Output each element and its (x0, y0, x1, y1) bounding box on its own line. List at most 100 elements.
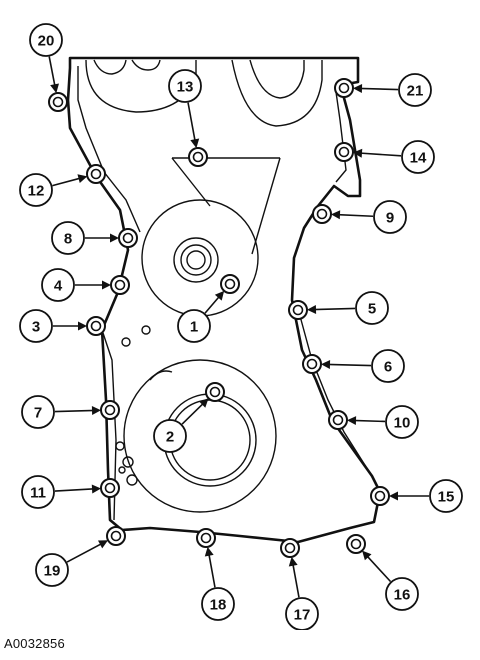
bolt-21 (334, 78, 354, 98)
leader-line-11 (54, 487, 100, 492)
arrowhead-4 (102, 280, 111, 290)
bolt-1 (220, 274, 240, 294)
bolt-9 (312, 204, 332, 224)
arrowhead-19 (97, 540, 109, 549)
crankshaft-pulley (123, 359, 277, 513)
callout-17: 17 (285, 556, 319, 630)
callout-10: 10 (346, 405, 419, 439)
callout-2: 2 (153, 398, 209, 453)
arrowhead-6 (320, 359, 331, 369)
arrowhead-1 (214, 290, 225, 301)
bolt-3 (86, 316, 106, 336)
callout-21: 21 (352, 73, 432, 107)
callout-20: 20 (29, 23, 63, 94)
callout-circle-11 (21, 475, 55, 509)
bolt-14 (334, 142, 354, 162)
bolt-4 (110, 275, 130, 295)
callout-circle-1 (177, 309, 211, 343)
callout-number-2: 2 (166, 429, 174, 446)
callout-9: 9 (330, 200, 407, 234)
callout-13: 13 (168, 69, 202, 149)
callout-circle-5 (355, 291, 389, 325)
callout-number-13: 13 (177, 79, 194, 96)
callout-circle-8 (51, 221, 85, 255)
callout-circle-7 (21, 395, 55, 429)
arrowhead-5 (306, 305, 317, 315)
bolt-8 (118, 228, 138, 248)
leader-line-19 (66, 540, 107, 563)
callout-number-1: 1 (190, 319, 198, 336)
callout-circle-21 (398, 73, 432, 107)
callout-12: 12 (19, 173, 88, 207)
callout-number-10: 10 (394, 415, 411, 432)
callout-number-21: 21 (407, 83, 424, 100)
callout-number-4: 4 (54, 278, 63, 295)
arrowhead-17 (288, 556, 298, 567)
callout-circle-4 (41, 268, 75, 302)
bolt-13 (188, 147, 208, 167)
callout-circle-17 (285, 597, 319, 630)
arrowhead-18 (204, 546, 214, 557)
arrowhead-8 (110, 233, 119, 243)
callout-number-15: 15 (438, 489, 455, 506)
callout-circle-6 (371, 349, 405, 383)
callout-number-11: 11 (30, 485, 46, 502)
arrowhead-16 (362, 550, 372, 561)
arrowhead-14 (352, 148, 363, 158)
bolt-18 (196, 528, 216, 548)
arrowhead-11 (91, 484, 102, 494)
callout-18: 18 (201, 546, 235, 621)
callout-number-19: 19 (44, 563, 61, 580)
leader-line-21 (354, 87, 399, 91)
callout-circle-3 (19, 309, 53, 343)
callout-circle-18 (201, 587, 235, 621)
bolt-12 (86, 164, 106, 184)
callout-11: 11 (21, 475, 102, 509)
callout-number-5: 5 (368, 301, 376, 318)
callout-4: 4 (41, 268, 111, 302)
arrowhead-21 (352, 84, 363, 94)
arrowhead-7 (91, 406, 102, 415)
upper-sprocket-housings (85, 59, 323, 127)
callout-number-3: 3 (32, 319, 40, 336)
arrowhead-9 (330, 210, 341, 220)
bolt-6 (302, 354, 322, 374)
callout-14: 14 (352, 140, 435, 174)
bolt-heads (48, 78, 390, 558)
callout-8: 8 (51, 221, 119, 255)
callout-16: 16 (362, 550, 419, 611)
arrowhead-10 (346, 416, 357, 426)
callout-number-20: 20 (38, 33, 55, 50)
arrowhead-12 (77, 174, 88, 183)
callout-7: 7 (21, 395, 102, 429)
callout-circle-9 (373, 200, 407, 234)
figure-id-label: A0032856 (4, 636, 65, 651)
leader-line-5 (308, 307, 356, 311)
callout-circle-14 (401, 140, 435, 174)
arrowhead-20 (50, 83, 59, 94)
callout-5: 5 (306, 291, 389, 325)
bolt-20 (48, 92, 68, 112)
bolt-17 (280, 538, 300, 558)
leader-line-6 (322, 363, 372, 367)
arrowhead-15 (389, 491, 398, 501)
callout-number-9: 9 (386, 210, 394, 227)
callout-15: 15 (389, 479, 463, 513)
bolt-5 (288, 300, 308, 320)
bolt-11 (100, 478, 120, 498)
leader-line-13 (187, 102, 197, 147)
callout-circle-10 (385, 405, 419, 439)
callout-circle-20 (29, 23, 63, 57)
callout-circle-2 (153, 419, 187, 453)
bolt-10 (328, 410, 348, 430)
timing-cover-outline (66, 56, 382, 544)
callout-number-8: 8 (64, 231, 72, 248)
callout-3: 3 (19, 309, 87, 343)
idler-pulley (141, 199, 259, 317)
callout-6: 6 (320, 349, 405, 383)
bolt-15 (370, 486, 390, 506)
callout-number-6: 6 (384, 359, 392, 376)
callout-circle-12 (19, 173, 53, 207)
callout-number-12: 12 (28, 183, 45, 200)
